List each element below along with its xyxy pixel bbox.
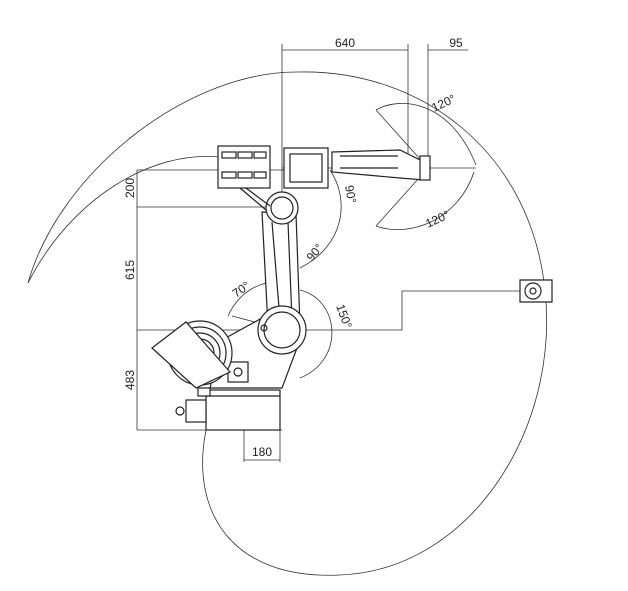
balancer-spring: [151, 320, 233, 389]
axis2-front-arc: [299, 289, 333, 379]
upper-arm: [283, 147, 431, 189]
dimension-labels: 640 95 200 615 483 180: [123, 36, 463, 459]
axis4-arc: [299, 169, 342, 269]
angle-axis4-a: 90°: [342, 184, 359, 204]
end-effector: [519, 279, 553, 303]
envelope-inner-arc: [27, 155, 221, 284]
angle-axis2-front: 150°: [333, 302, 355, 330]
dimension-lines: [136, 44, 530, 462]
angle-labels: 120° 120° 90° 90° 70° 150°: [230, 91, 458, 330]
wrist-up-arc: [375, 103, 477, 166]
dim-arm-height: 615: [123, 260, 137, 280]
dim-base-offset: 180: [252, 445, 272, 459]
lower-arm: [257, 191, 307, 355]
dim-arm-length: 640: [335, 36, 355, 50]
dim-upper-height: 200: [123, 178, 137, 198]
angle-wrist-up: 120°: [429, 91, 458, 114]
motor-pack: [217, 145, 271, 211]
robot-base: [175, 387, 281, 431]
dim-base-height: 483: [123, 370, 137, 390]
angle-axis2-back: 70°: [230, 278, 253, 300]
angle-axis4-b: 90°: [304, 241, 327, 264]
wrist-down-arc: [375, 171, 475, 230]
dim-wrist-offset: 95: [449, 36, 463, 50]
